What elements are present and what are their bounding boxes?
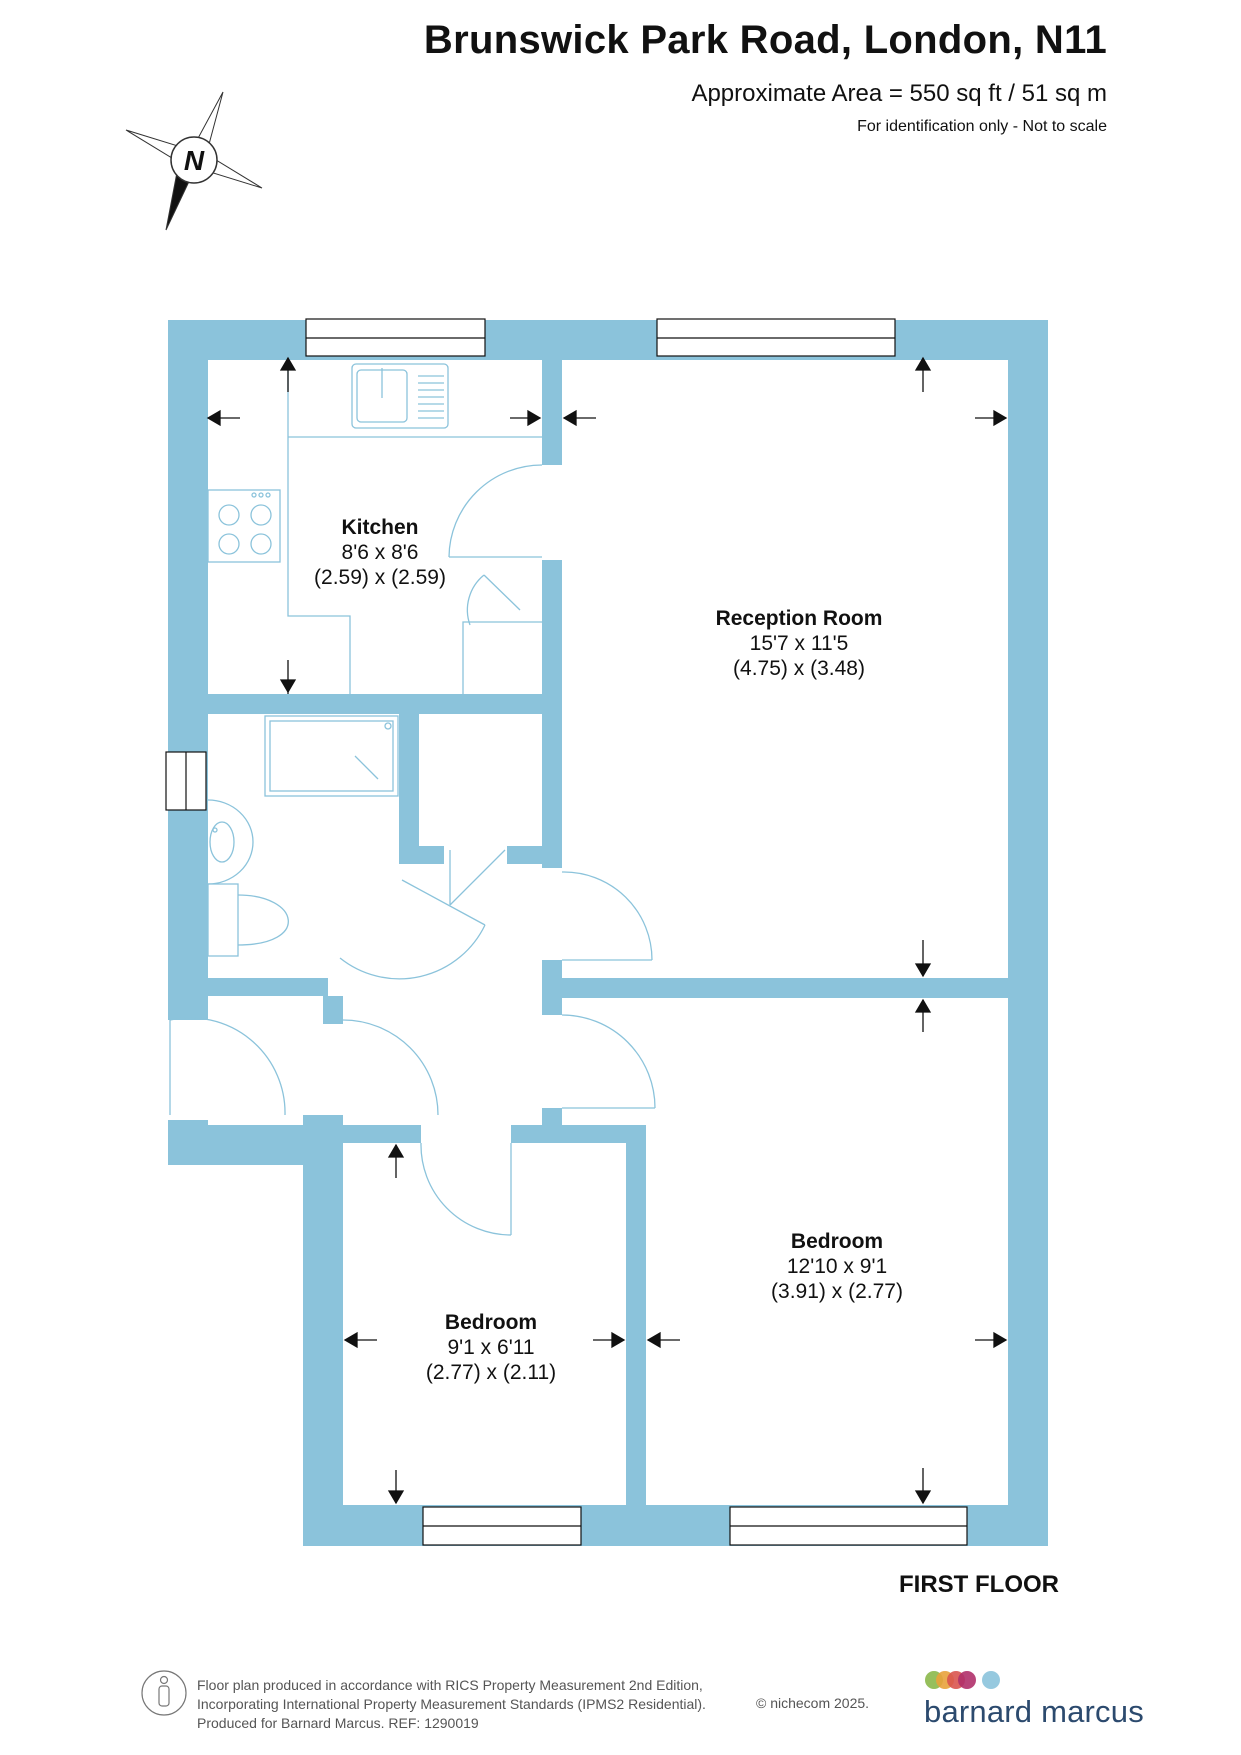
room-imperial: 12'10 x 9'1 — [786, 1255, 888, 1278]
compass-letter: N — [184, 145, 205, 176]
footer-line: Floor plan produced in accordance with R… — [197, 1677, 703, 1693]
fixtures — [207, 360, 542, 957]
identification-note: For identification only - Not to scale — [857, 118, 1107, 135]
brand-logo-text: barnard marcus — [924, 1694, 1144, 1729]
room-imperial: 8'6 x 8'6 — [341, 541, 419, 564]
brand-dot — [958, 1671, 976, 1689]
basin-icon — [207, 799, 254, 885]
room-name: Bedroom — [790, 1230, 884, 1253]
page-title: Brunswick Park Road, London, N11 — [423, 18, 1107, 62]
room-name: Reception Room — [715, 607, 883, 630]
footer-disclaimer: Floor plan produced in accordance with R… — [197, 1676, 706, 1733]
doors — [169, 464, 656, 1236]
room-bedroom-large: Bedroom 12'10 x 9'1 (3.91) x (2.77) — [771, 1229, 903, 1304]
north-compass-icon: N — [125, 91, 263, 231]
floor-label: FIRST FLOOR — [899, 1571, 1059, 1598]
approximate-area: Approximate Area = 550 sq ft / 51 sq m — [691, 80, 1107, 107]
room-metric: (2.77) x (2.11) — [425, 1361, 557, 1384]
windows — [165, 318, 968, 1546]
room-metric: (4.75) x (3.48) — [733, 657, 865, 680]
sink-icon — [351, 363, 449, 429]
room-imperial: 9'1 x 6'11 — [447, 1336, 535, 1359]
dimension-arrows — [206, 356, 1008, 1505]
room-bedroom-small: Bedroom 9'1 x 6'11 (2.77) x (2.11) — [426, 1310, 556, 1385]
brand-logo-dots — [925, 1671, 1000, 1689]
room-metric: (3.91) x (2.77) — [771, 1280, 903, 1303]
person-info-icon — [141, 1670, 187, 1716]
hob-icon — [207, 489, 281, 563]
shower-tray-icon — [264, 715, 399, 797]
room-reception: Reception Room 15'7 x 11'5 (4.75) x (3.4… — [716, 606, 883, 681]
footer-line: Produced for Barnard Marcus. REF: 129001… — [197, 1715, 479, 1731]
copyright: © nichecom 2025. — [756, 1695, 870, 1711]
room-name: Bedroom — [444, 1311, 538, 1334]
room-name: Kitchen — [341, 516, 419, 539]
walls — [168, 320, 1048, 1546]
brand-dot — [982, 1671, 1000, 1689]
toilet-icon — [207, 883, 239, 957]
room-kitchen: Kitchen 8'6 x 8'6 (2.59) x (2.59) — [314, 515, 446, 590]
room-metric: (2.59) x (2.59) — [314, 566, 446, 589]
footer-line: Incorporating International Property Mea… — [197, 1696, 706, 1712]
room-imperial: 15'7 x 11'5 — [749, 632, 849, 655]
